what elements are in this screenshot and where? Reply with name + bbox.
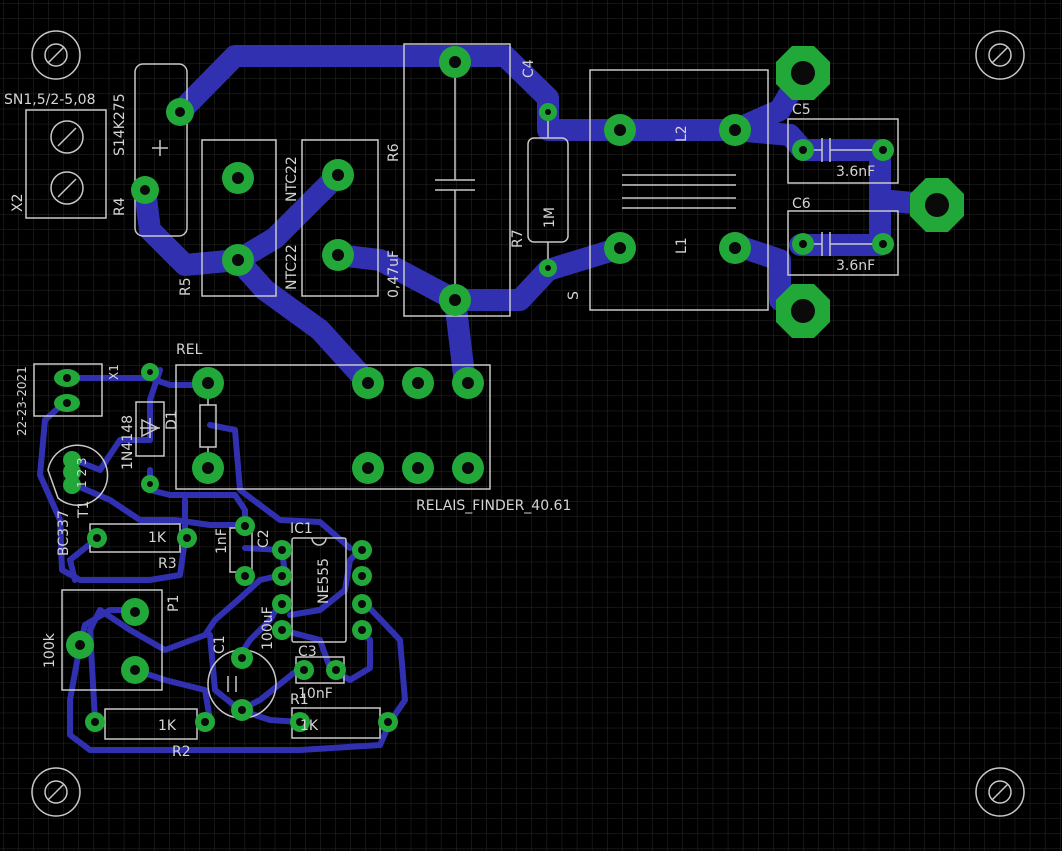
label-x1-part: 22-23-2021 — [15, 366, 29, 436]
label-t1: T1 — [76, 501, 92, 519]
label-x2-connector: SN1,5/2-5,08 — [4, 92, 95, 108]
drill-holes — [63, 56, 949, 726]
label-rel: REL — [176, 342, 203, 358]
label-r1: R1 — [290, 692, 309, 708]
label-s14k: S14K275 — [112, 93, 128, 156]
label-r3: R3 — [158, 556, 177, 572]
label-t1-value: BC337 — [56, 510, 72, 556]
label-x2: X2 — [10, 194, 26, 213]
label-t1-pins: 1 2 3 — [75, 457, 89, 488]
label-ntc-bottom: NTC22 — [284, 244, 300, 290]
label-c3: C3 — [298, 644, 317, 660]
label-ntc-top: NTC22 — [284, 156, 300, 202]
label-d1-value: 1N4148 — [120, 415, 136, 470]
label-r7-value: 1M — [542, 207, 558, 228]
label-c2: C2 — [256, 529, 272, 548]
label-r5: R5 — [178, 277, 194, 296]
label-d1: D1 — [164, 410, 180, 430]
label-c6-value: 3.6nF — [836, 258, 875, 274]
label-l2: L2 — [674, 125, 690, 142]
label-ic1: IC1 — [290, 521, 313, 537]
label-c4: C4 — [521, 59, 537, 78]
label-r1-value: 1K — [300, 718, 319, 734]
label-c1: C1 — [212, 635, 228, 654]
label-r3-value: 1K — [148, 530, 167, 546]
label-r2: R2 — [172, 744, 191, 760]
label-l1: L1 — [674, 237, 690, 254]
label-c2-value: 1nF — [214, 528, 230, 554]
label-ic1-value: NE555 — [316, 558, 332, 604]
label-c1-value: 100uF — [260, 606, 276, 650]
label-s: S — [566, 291, 582, 300]
label-c3-value: 10nF — [298, 686, 333, 702]
label-r7: R7 — [510, 229, 526, 248]
label-c6: C6 — [792, 196, 811, 212]
label-r2-value: 1K — [158, 718, 177, 734]
label-r4: R4 — [112, 197, 128, 216]
label-c5-value: 3.6nF — [836, 164, 875, 180]
mounting-holes — [31, 30, 1025, 817]
label-relais: RELAIS_FINDER_40.61 — [416, 498, 571, 514]
label-p1-value: 100k — [42, 632, 58, 668]
label-x1: X1 — [107, 364, 121, 380]
label-p1: P1 — [166, 595, 182, 612]
label-r6: R6 — [386, 143, 402, 162]
label-cap-047: 0,47uF — [386, 250, 402, 298]
label-c5: C5 — [792, 102, 811, 118]
